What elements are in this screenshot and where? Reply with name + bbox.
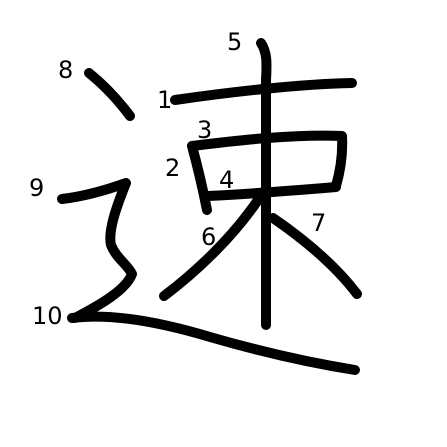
stroke-7 bbox=[268, 213, 362, 299]
stroke-8 bbox=[84, 68, 135, 121]
stroke-number-7: 7 bbox=[311, 209, 326, 237]
stroke-9 bbox=[57, 178, 137, 323]
stroke-3 bbox=[187, 130, 348, 191]
stroke-number-3: 3 bbox=[197, 116, 212, 144]
stroke-10 bbox=[67, 311, 360, 375]
character-strokes bbox=[57, 38, 362, 375]
stroke-2 bbox=[187, 141, 212, 215]
stroke-number-6: 6 bbox=[201, 223, 216, 251]
stroke-4 bbox=[203, 182, 341, 201]
stroke-5 bbox=[256, 38, 272, 330]
stroke-number-1: 1 bbox=[157, 86, 172, 114]
stroke-number-4: 4 bbox=[219, 166, 234, 194]
stroke-number-10: 10 bbox=[32, 302, 63, 330]
stroke-number-9: 9 bbox=[29, 174, 44, 202]
stroke-number-5: 5 bbox=[227, 28, 242, 56]
stroke-number-8: 8 bbox=[58, 56, 73, 84]
stroke-6 bbox=[159, 195, 263, 301]
stroke-number-2: 2 bbox=[165, 154, 180, 182]
stroke-number-labels: 1 2 3 4 5 6 7 8 9 10 bbox=[29, 28, 326, 330]
